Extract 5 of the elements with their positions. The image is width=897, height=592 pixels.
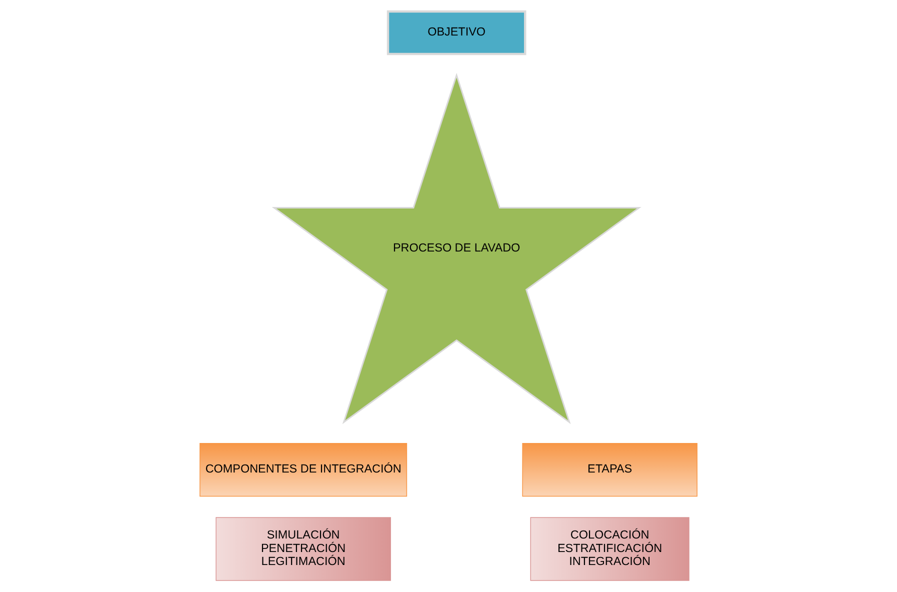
node-box: COLOCACIÓN ESTRATIFICACIÓN INTEGRACIÓN — [530, 517, 690, 581]
node-box: OBJETIVO — [386, 10, 526, 56]
node-box: SIMULACIÓN PENETRACIÓN LEGITIMACIÓN — [216, 517, 391, 581]
node-box: COMPONENTES DE INTEGRACIÓN — [200, 443, 408, 497]
node-box: ETAPAS — [522, 443, 698, 497]
